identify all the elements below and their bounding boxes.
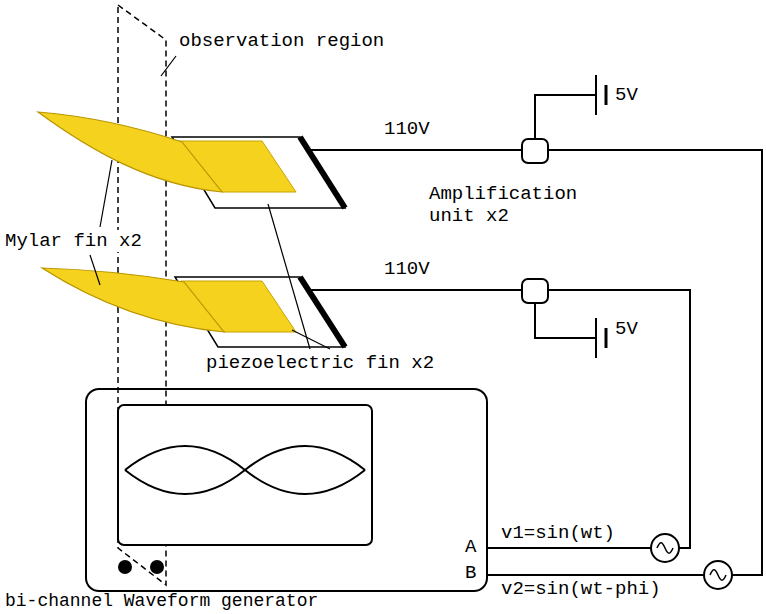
leader-line xyxy=(100,160,112,227)
knob xyxy=(150,560,164,574)
wire xyxy=(310,289,522,291)
mylar-fin xyxy=(38,112,222,192)
leader-line xyxy=(161,56,176,76)
mylar-fin xyxy=(42,268,224,332)
amplifier-symbol xyxy=(522,139,548,163)
wire xyxy=(535,95,596,139)
wire xyxy=(310,149,522,151)
leader-line xyxy=(292,330,330,349)
wire xyxy=(488,574,704,576)
ac-source-symbol xyxy=(704,561,732,589)
waveform xyxy=(125,446,365,494)
screen xyxy=(118,405,372,545)
part-label: v2=sin(wt-phi) xyxy=(500,578,662,600)
instrument-box: ABbi-channel Waveform generator xyxy=(85,388,488,592)
leader-line xyxy=(268,204,310,349)
part-label: v1=sin(wt) xyxy=(500,522,616,544)
battery-symbol xyxy=(595,75,597,115)
part-label: 5V xyxy=(614,84,639,106)
battery-symbol xyxy=(605,85,608,105)
ac-source-symbol xyxy=(651,534,679,562)
electrode-bar xyxy=(300,137,345,208)
wire xyxy=(535,303,596,338)
part-label: observation region xyxy=(178,30,385,52)
leader-line xyxy=(90,255,100,285)
part-label: 110V xyxy=(383,258,431,280)
ac-source-symbol xyxy=(710,570,726,581)
battery-symbol xyxy=(605,328,608,348)
part-label: piezoelectric fin x2 xyxy=(205,352,435,374)
part-label: Amplification unit x2 xyxy=(428,183,590,227)
part-label: Mylar fin x2 xyxy=(4,230,143,252)
part-label: 5V xyxy=(614,318,639,340)
wire xyxy=(548,290,690,548)
waveform xyxy=(125,446,365,494)
wire xyxy=(488,547,651,549)
part-label: 110V xyxy=(383,118,431,140)
instrument-title: bi-channel Waveform generator xyxy=(5,592,318,611)
channel-label: A xyxy=(465,536,476,558)
knob xyxy=(118,560,132,574)
channel-label: B xyxy=(465,562,476,584)
battery-symbol xyxy=(595,318,597,358)
amplifier-symbol xyxy=(522,279,548,303)
ac-source-symbol xyxy=(657,543,673,554)
